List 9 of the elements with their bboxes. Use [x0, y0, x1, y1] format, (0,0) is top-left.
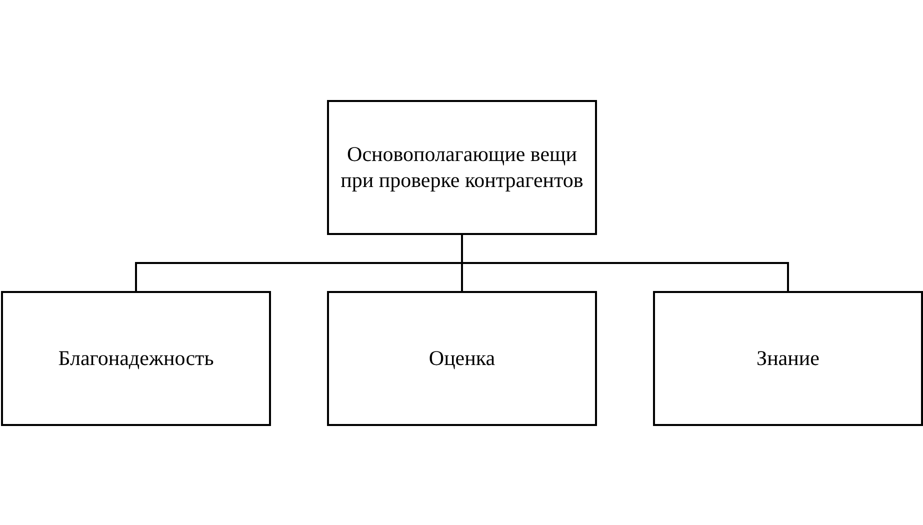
- process-box: [327, 291, 597, 426]
- box-text: Основополагающие вещи при проверке контрагентов: [340, 142, 584, 193]
- process-box: [327, 100, 597, 235]
- box-text: Благонадежность: [58, 346, 214, 372]
- process-box: [653, 291, 923, 426]
- box-text: Оценка: [428, 346, 496, 372]
- connector-line: [461, 235, 789, 291]
- process-box: [1, 291, 271, 426]
- box-text: Знание: [756, 346, 820, 372]
